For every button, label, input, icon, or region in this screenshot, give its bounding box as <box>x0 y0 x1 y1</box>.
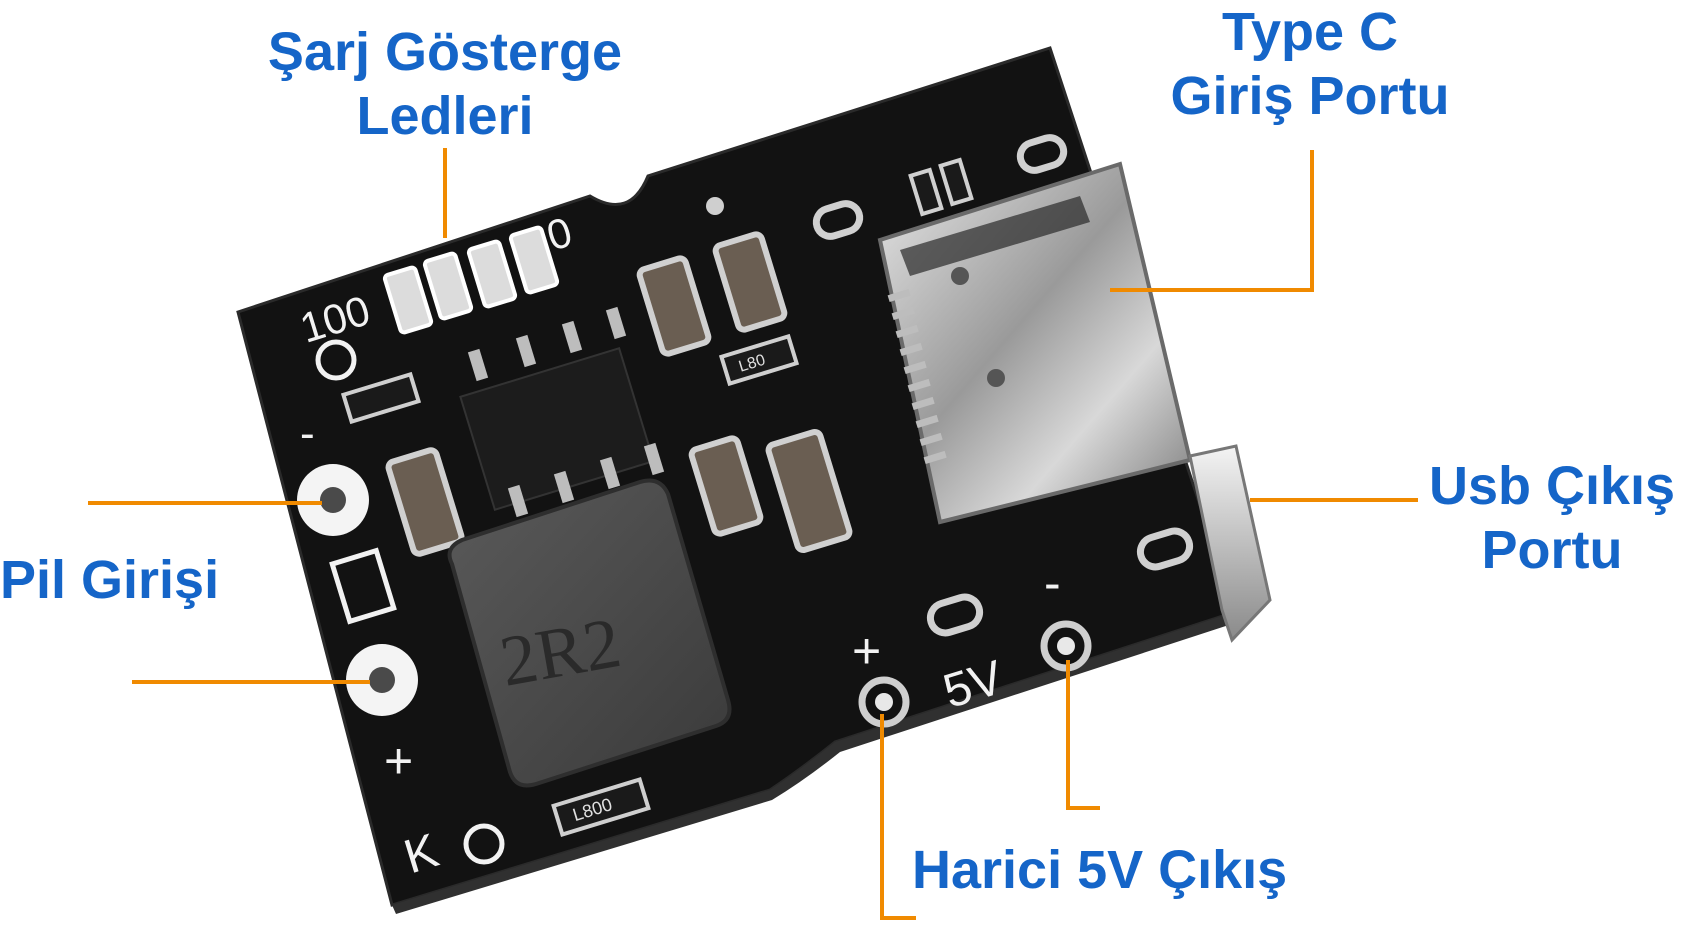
label-battery-in: Pil Girişi <box>0 548 240 612</box>
inductor-body <box>447 478 732 788</box>
leader-ext-5v-minus <box>1066 660 1100 810</box>
led-4 <box>508 225 560 295</box>
label-ext-5v-line1: Harici 5V Çıkış <box>912 840 1288 900</box>
label-usb-out-line2: Portu <box>1481 520 1623 580</box>
label-charge-leds: Şarj Gösterge Ledleri <box>230 20 660 148</box>
label-usb-out-line1: Usb Çıkış <box>1428 456 1676 516</box>
plus-left-mark: + <box>384 733 413 789</box>
battery-pad-minus-hole <box>320 487 346 513</box>
smd-components: L80 L800 <box>340 134 1194 837</box>
label-usb-out: Usb Çıkış Portu <box>1418 454 1686 582</box>
silkscreen-text: 100 0 - + K + - 5V <box>295 208 1061 885</box>
label-type-c-line2: Giriş Portu <box>1170 66 1450 126</box>
usb-output-shell <box>1188 444 1272 643</box>
minus-right-mark: - <box>1044 555 1061 611</box>
ic-chip <box>459 306 665 518</box>
battery-pads <box>297 197 724 865</box>
leader-type-c <box>1110 150 1314 292</box>
led-1 <box>382 265 434 335</box>
mount-hole-top <box>315 339 357 381</box>
led-3 <box>466 239 518 309</box>
type-c-connector <box>877 161 1193 525</box>
plus-right-mark: + <box>852 623 881 679</box>
mount-hole-bottom <box>463 823 505 865</box>
label-charge-leds-line1: Şarj Gösterge <box>267 22 623 82</box>
minus-left-mark: - <box>300 409 315 458</box>
label-charge-leds-line2: Ledleri <box>356 86 534 146</box>
inductor: 2R2 <box>447 478 732 788</box>
battery-pad-plus-hole <box>369 667 395 693</box>
label-battery-in-line1: Pil Girişi <box>0 550 220 610</box>
battery-symbol <box>329 547 397 625</box>
charge-leds <box>382 225 560 335</box>
usb-output-connector <box>1188 444 1272 643</box>
leader-ext-5v-plus <box>880 714 916 920</box>
led-2 <box>422 251 474 321</box>
mount-hole-top-small <box>706 197 724 215</box>
leader-lines <box>88 148 1418 920</box>
label-ext-5v: Harici 5V Çıkış <box>912 838 1342 902</box>
label-type-c-line1: Type C <box>1221 2 1399 62</box>
label-type-c: Type C Giriş Portu <box>1130 0 1490 128</box>
pcb-edge <box>392 612 1238 914</box>
